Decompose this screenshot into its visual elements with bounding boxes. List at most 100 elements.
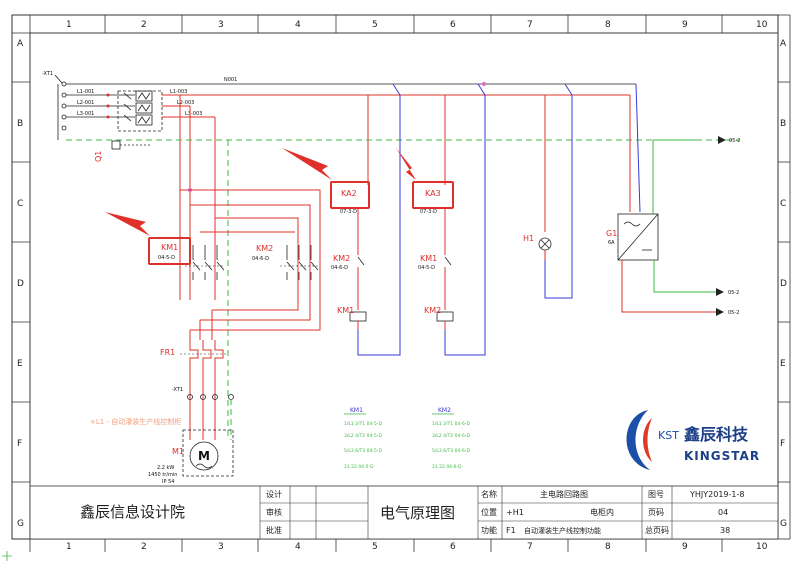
km1-ref: 04-5-D (158, 255, 175, 261)
terminal-xt1-bottom: -XT1 (172, 387, 234, 440)
name-value: 主电路回路图 (540, 489, 588, 499)
coil-km1-name: KM1 (420, 254, 437, 263)
col-label: 8 (605, 20, 611, 30)
col-label: 9 (682, 20, 688, 30)
review-label: 审核 (266, 507, 282, 517)
col-label: 7 (527, 542, 533, 552)
col-label: 8 (605, 542, 611, 552)
drawing-no-value: YHJY2019-1-8 (689, 490, 744, 499)
col-label: 1 (66, 20, 72, 30)
table-row: 21 22 04-5-D (344, 464, 374, 470)
table-row: 1/L1 2/T1 04-6-D (432, 421, 470, 427)
row-label: F (780, 439, 785, 449)
table-row: 3/L2 4/T2 04-5-D (344, 433, 382, 439)
wire-label: L3-003 (185, 111, 202, 117)
function-value2: 自动灌装生产线控制功能 (524, 526, 601, 535)
col-label: 10 (756, 542, 768, 552)
arrow-pointer (105, 212, 150, 236)
km2-contact-table: KM2 1/L1 2/T1 04-6-D 3/L2 4/T2 04-6-D 5/… (432, 407, 470, 470)
ref-arrow-label: 05-2 (728, 310, 739, 316)
col-label: 3 (218, 542, 224, 552)
row-label: D (17, 279, 24, 289)
h1-lamp: H1 (523, 234, 552, 260)
wire-label: L1-003 (170, 89, 187, 95)
km1-contacts (185, 245, 225, 280)
ref-arrow-label: 05-2 (729, 138, 740, 144)
logo-abbr: KST (658, 429, 679, 442)
table-row: 1/L1 2/T1 04-5-D (344, 421, 382, 427)
km1-name: KM1 (161, 243, 178, 252)
row-label: E (780, 359, 786, 369)
km-main-contacts (180, 189, 321, 331)
ka2-ref: 07-3-D (340, 209, 357, 215)
col-label: 4 (295, 20, 301, 30)
location-value: +H1 (506, 508, 524, 517)
title-block: 鑫辰信息设计院 设计 审核 批准 电气原理图 名称 主电路回路图 位置 +H1 … (29, 485, 779, 540)
location-label: 位置 (481, 507, 497, 517)
drawing-title: 电气原理图 (380, 504, 455, 522)
ref-arrows-d: 05-2 05-2 (716, 288, 739, 316)
function-label: 功能 (481, 525, 497, 535)
terminal-xt1-bottom-label: -XT1 (172, 387, 183, 393)
m1-power: 2.2 kW (157, 465, 174, 471)
row-label: G (780, 519, 787, 529)
table-row: 21 22 04-6-D (432, 464, 462, 470)
design-label: 设计 (266, 489, 282, 499)
ref-arrow-label: 05-2 (728, 290, 739, 296)
table-title: KM1 (350, 407, 363, 414)
coil-km1-label: KM1 (337, 306, 354, 315)
inner-border (29, 32, 779, 540)
col-label: 5 (372, 20, 378, 30)
col-label: 6 (450, 542, 456, 552)
kingstar-logo: KST 鑫辰科技 KINGSTAR (626, 410, 760, 470)
col-label: 2 (141, 20, 147, 30)
ka2-branch: KA2 07-3-D KM2 04-6-D KM1 (282, 148, 370, 330)
row-label: A (17, 39, 24, 49)
arrow-pointer (396, 148, 416, 180)
col-label: 5 (372, 542, 378, 552)
fr1-label: FR1 (160, 348, 175, 357)
km2-contacts (280, 245, 319, 280)
power-input: -XT1 L1-001 L2-001 L3-001 Q1 L1-003 L2-0… (42, 71, 202, 162)
km2-ref: 04-6-D (252, 256, 269, 262)
drawing-no-label: 图号 (648, 490, 664, 499)
page-value: 04 (718, 508, 728, 517)
g1-rating: 6A (608, 240, 615, 246)
table-title: KM2 (438, 407, 451, 414)
corner-mark (2, 551, 12, 561)
q1-label: Q1 (94, 151, 103, 162)
total-label: 总页码 (645, 525, 669, 535)
logo-company-cn: 鑫辰科技 (683, 425, 749, 444)
busbars: N001 (66, 77, 740, 440)
grid-labels: 1 2 3 4 5 6 7 8 9 10 1 2 3 4 5 6 7 8 9 1… (17, 20, 787, 552)
row-label: B (17, 119, 23, 129)
wire-label: L3-001 (77, 111, 94, 117)
col-label: 3 (218, 20, 224, 30)
col-label: 7 (527, 20, 533, 30)
wire-label: L2-001 (77, 100, 94, 106)
ka3-ref: 07-3-D (420, 209, 437, 215)
row-label: C (17, 199, 23, 209)
m1-label: M1 (172, 447, 184, 456)
m1-speed: 1450 tr/min (148, 472, 177, 478)
ka3-name: KA3 (425, 189, 441, 198)
wire-label: L2-003 (177, 100, 194, 106)
ref-arrow-b: 05-2 (718, 136, 740, 144)
g1-label: G1 (606, 229, 617, 238)
row-label: G (17, 519, 24, 529)
ka2-name: KA2 (341, 189, 357, 198)
total-value: 38 (720, 526, 730, 535)
coil-km1-ref: 04-5-D (418, 265, 435, 271)
row-label: D (780, 279, 787, 289)
g1-power-supply: G1 6A (606, 139, 716, 313)
col-label: 10 (756, 20, 768, 30)
col-label: 6 (450, 20, 456, 30)
fr1-overload: FR1 (160, 310, 228, 440)
logo-company-en: KINGSTAR (684, 449, 760, 463)
name-label: 名称 (481, 489, 497, 499)
bus-label: N001 (224, 77, 237, 83)
table-row: 5/L3 6/T3 04-5-D (344, 448, 382, 454)
page-ref-note: +L1 - 自动灌装生产线控制柜 (90, 417, 181, 426)
location-value2: 电柜内 (590, 507, 614, 517)
